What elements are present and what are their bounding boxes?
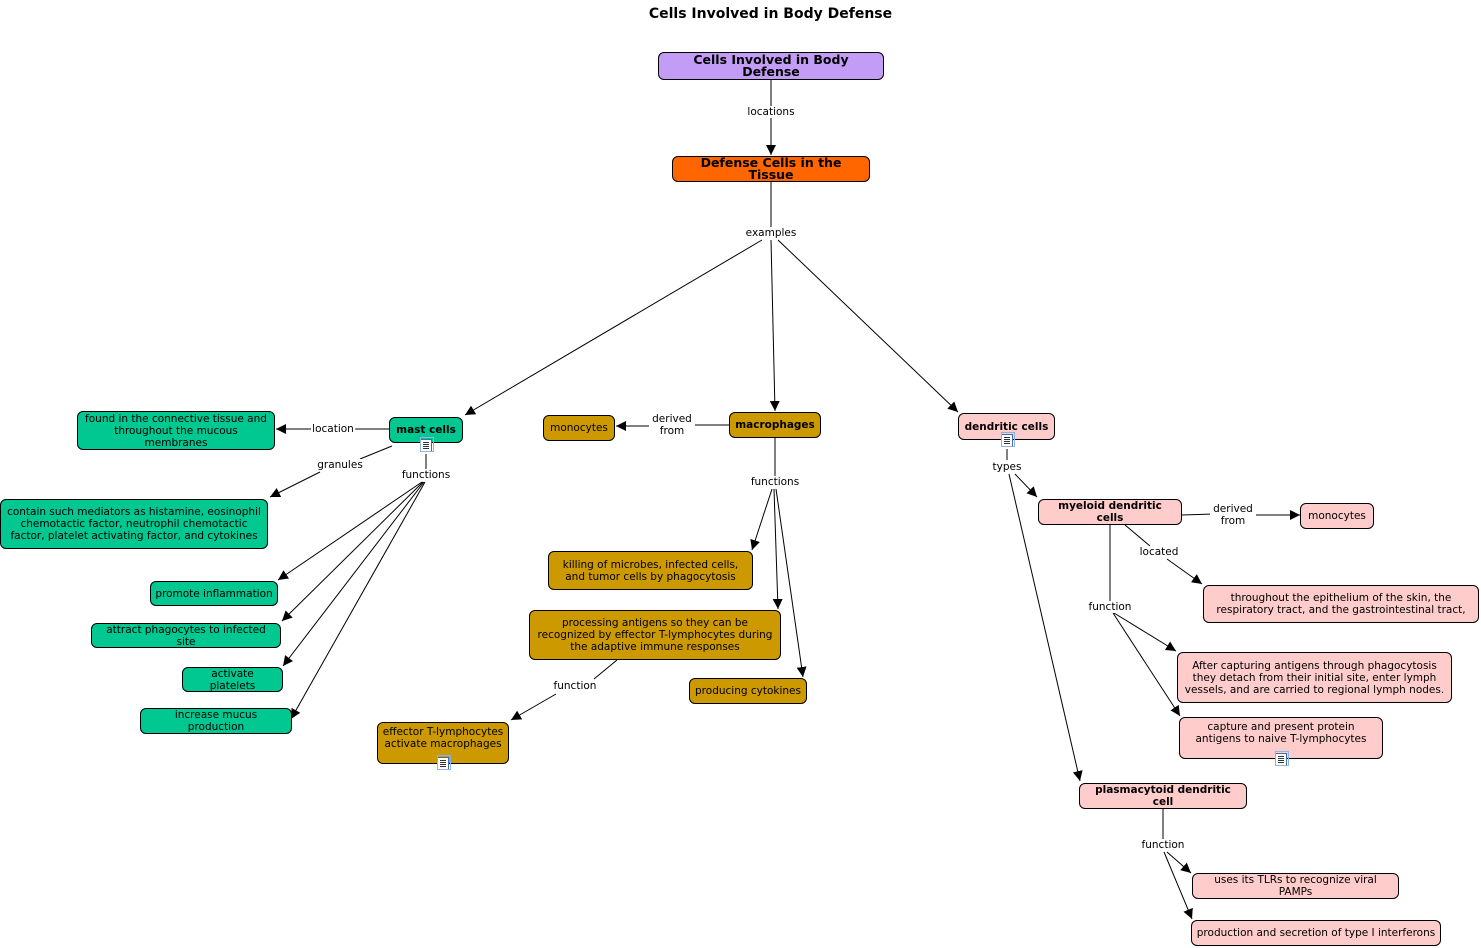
- map-title: Cells Involved in Body Defense: [648, 6, 893, 22]
- link-label-types: types: [991, 461, 1023, 473]
- node-producing-cytokines[interactable]: producing cytokines: [689, 678, 807, 704]
- node-macrophage-monocytes[interactable]: monocytes: [543, 415, 615, 441]
- node-myeloid-after-capturing[interactable]: After capturing antigens through phagocy…: [1177, 652, 1452, 703]
- node-myeloid-monocytes[interactable]: monocytes: [1300, 503, 1374, 529]
- node-macrophages[interactable]: macrophages: [729, 412, 821, 438]
- document-icon[interactable]: [437, 755, 451, 770]
- node-recognize-viral-pamps[interactable]: uses its TLRs to recognize viral PAMPs: [1192, 873, 1399, 899]
- link-label-granules: granules: [316, 459, 364, 471]
- node-increase-mucus[interactable]: increase mucus production: [140, 708, 292, 734]
- link-label-locations: locations: [746, 106, 796, 118]
- node-myeloid-located[interactable]: throughout the epithelium of the skin, t…: [1203, 585, 1479, 623]
- link-label-mast-functions: functions: [400, 469, 452, 481]
- node-mast-granules[interactable]: contain such mediators as histamine, eos…: [0, 499, 268, 549]
- node-plasmacytoid-dendritic[interactable]: plasmacytoid dendritic cell: [1079, 783, 1247, 809]
- node-root[interactable]: Cells Involved in Body Defense: [658, 52, 884, 80]
- document-icon[interactable]: [1001, 432, 1015, 447]
- document-icon[interactable]: [420, 437, 434, 452]
- node-killing-microbes[interactable]: killing of microbes, infected cells, and…: [548, 551, 753, 590]
- link-label-plasma-function: function: [1140, 839, 1186, 851]
- node-mast-cells[interactable]: mast cells: [389, 417, 463, 443]
- link-label-derived-from: derived from: [649, 413, 695, 437]
- link-label-location: location: [311, 423, 355, 435]
- node-mast-location[interactable]: found in the connective tissue and throu…: [77, 411, 275, 450]
- document-icon[interactable]: [1275, 751, 1289, 766]
- node-capture-present-antigens[interactable]: capture and present protein antigens to …: [1179, 717, 1383, 759]
- node-processing-antigens[interactable]: processing antigens so they can be recog…: [529, 610, 781, 660]
- link-label-derived-from-2: derived from: [1210, 503, 1256, 527]
- node-defense-cells-tissue[interactable]: Defense Cells in the Tissue: [672, 156, 870, 182]
- node-attract-phagocytes[interactable]: attract phagocytes to infected site: [91, 623, 281, 648]
- link-label-macro-functions: functions: [749, 476, 801, 488]
- link-label-myeloid-function: function: [1087, 601, 1133, 613]
- node-activate-platelets[interactable]: activate platelets: [182, 667, 283, 692]
- link-label-located: located: [1138, 546, 1180, 558]
- link-label-examples: examples: [744, 227, 798, 239]
- node-myeloid-dendritic[interactable]: myeloid dendritic cells: [1038, 499, 1182, 525]
- link-label-function: function: [552, 680, 598, 692]
- node-promote-inflammation[interactable]: promote inflammation: [150, 581, 278, 606]
- node-type-i-interferons[interactable]: production and secretion of type I inter…: [1191, 920, 1441, 946]
